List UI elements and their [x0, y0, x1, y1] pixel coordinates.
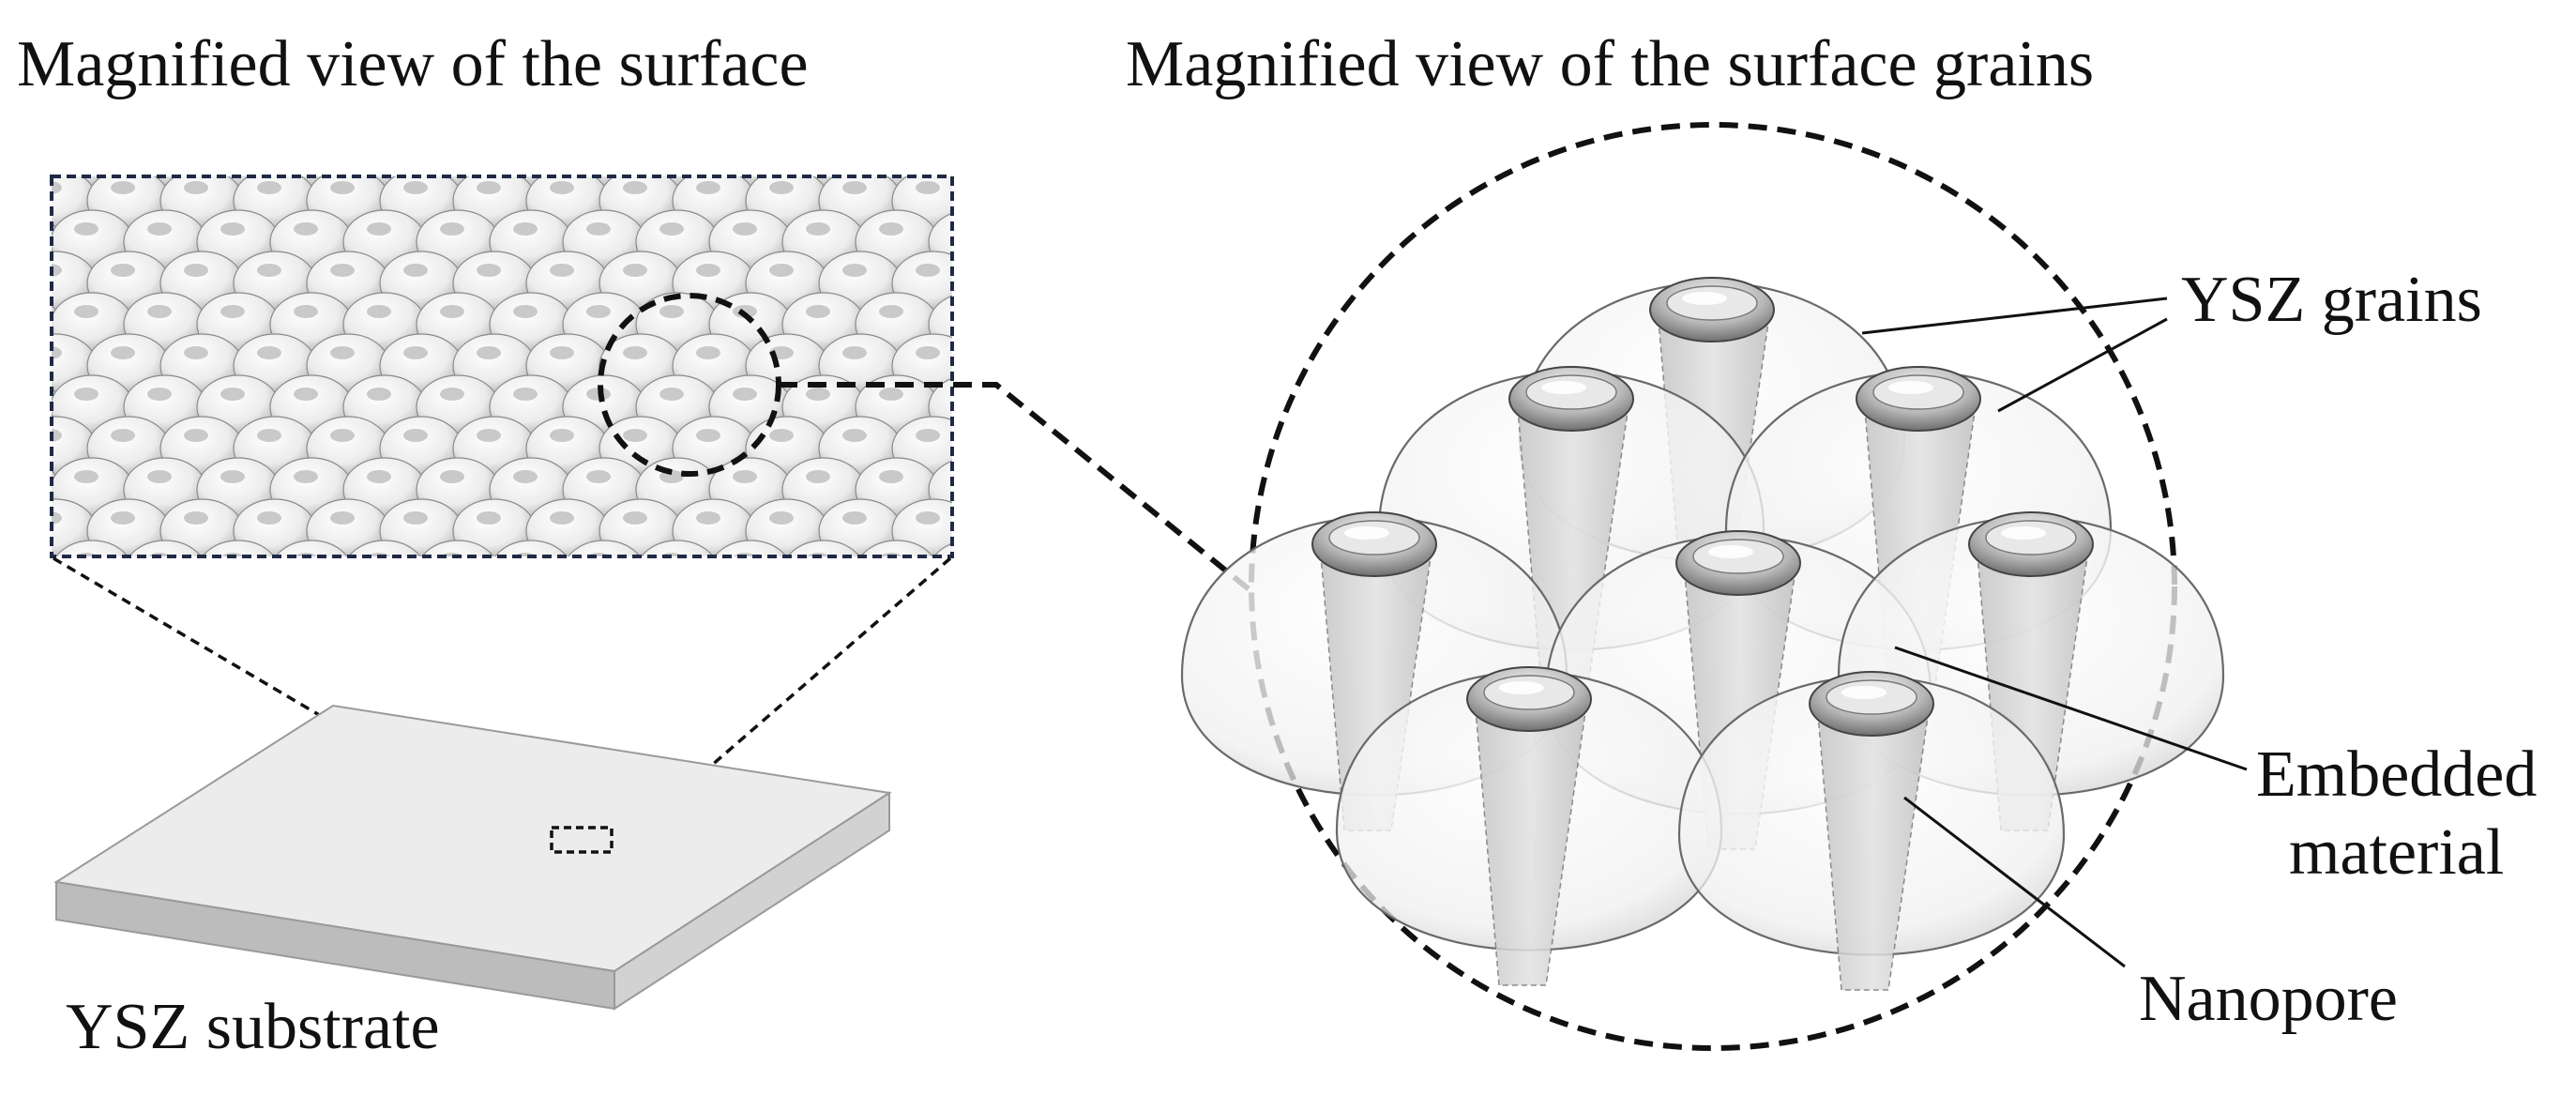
surface-grain — [275, 540, 348, 556]
surface-grain — [421, 540, 494, 556]
surface-grain — [306, 498, 390, 556]
label-ysz-grains: YSZ grains — [2181, 264, 2482, 336]
embedded-material-cap — [1649, 277, 1775, 342]
title-surface: Magnified view of the surface — [17, 28, 809, 100]
title-surface-grains: Magnified view of the surface grains — [1126, 28, 2095, 100]
surface-grain — [818, 498, 902, 556]
embedded-material-cap — [1508, 366, 1634, 432]
label-embedded-line1: Embedded — [2256, 738, 2538, 811]
surface-grain — [933, 542, 952, 556]
surface-grain — [714, 540, 787, 556]
ysz-grain — [1837, 511, 2225, 831]
embedded-material-cap — [1466, 666, 1592, 732]
ysz-grain — [1335, 666, 1723, 986]
surface-grain — [86, 498, 171, 556]
embedded-material-cap — [1968, 511, 2094, 577]
label-nanopore: Nanopore — [2139, 963, 2399, 1035]
substrate-zoom-box — [550, 826, 614, 854]
leader-ysz-2 — [1997, 317, 2168, 413]
embedded-material-cap — [1675, 530, 1801, 596]
surface-grain — [202, 540, 275, 556]
surface-grain — [55, 540, 129, 556]
surface-grain — [129, 540, 202, 556]
surface-grain — [787, 540, 860, 556]
leader-ysz-1 — [1861, 297, 2168, 335]
surface-grain — [52, 552, 55, 556]
leader-lines — [1861, 297, 2248, 968]
surface-grain — [641, 540, 714, 556]
label-embedded-line2: material — [2289, 815, 2505, 889]
substrate-slab — [53, 704, 892, 1011]
grains-view — [1180, 122, 2225, 1051]
leader-embedded — [1894, 646, 2248, 771]
embedded-material-cap — [1311, 511, 1437, 577]
surface-grain — [525, 498, 610, 556]
label-embedded-material: Embedded material — [2256, 737, 2537, 891]
grain-group — [1180, 277, 2225, 991]
surface-panel-border — [50, 175, 954, 558]
leader-nanopore — [1903, 796, 2126, 968]
label-ysz-substrate: YSZ substrate — [66, 991, 440, 1063]
surface-grain — [672, 498, 756, 556]
zoom-connector — [779, 382, 1259, 599]
surface-grain — [159, 498, 244, 556]
surface-grain — [568, 540, 641, 556]
embedded-material-cap — [1856, 366, 1981, 432]
surface-grain — [860, 540, 933, 556]
surface-grain — [348, 540, 421, 556]
surface-grain — [494, 540, 568, 556]
ysz-grain — [1677, 671, 2066, 991]
surface-grain-field — [52, 176, 952, 556]
surface-panel — [50, 175, 954, 558]
embedded-material-cap — [1809, 671, 1934, 737]
